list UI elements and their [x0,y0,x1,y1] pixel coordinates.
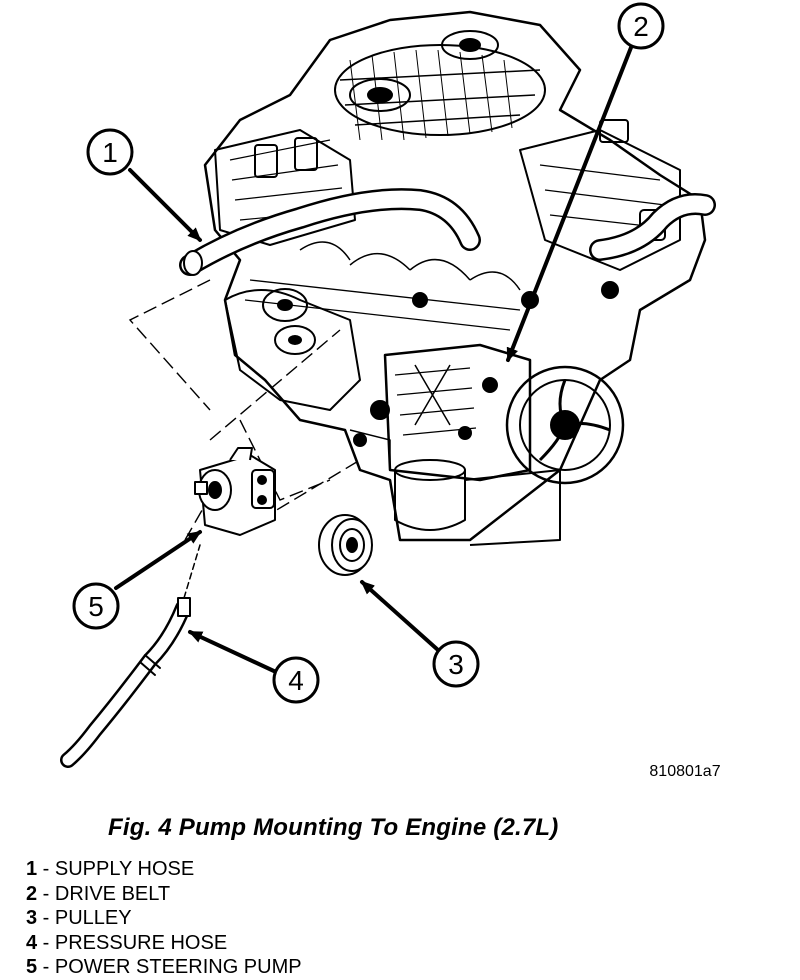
legend-item-text: - DRIVE BELT [37,882,171,905]
legend-item: 3 - PULLEY [26,906,302,931]
part-id: 810801a7 [649,763,720,780]
leader-arrows [114,43,634,674]
callout-5: 5 [72,582,120,630]
power-steering-pump [194,447,276,536]
engine-diagram: 1 2 3 4 5 810801a7 [60,2,721,780]
callout-4: 4 [272,656,320,704]
legend-item: 2 - DRIVE BELT [26,882,302,907]
callout-4-label: 4 [288,665,304,696]
legend-item-number: 4 [26,931,38,954]
legend-item: 5 - POWER STEERING PUMP [26,955,302,980]
callout-5-label: 5 [88,591,104,622]
callout-3: 3 [432,640,480,688]
callout-1: 1 [86,128,134,176]
legend-item-text: - PULLEY [37,907,132,929]
callout-1-label: 1 [102,137,118,168]
legend-item-text: - PRESSURE HOSE [37,931,228,954]
legend-item-text: - SUPPLY HOSE [37,858,195,880]
legend-item-text: - POWER STEERING PUMP [37,956,302,978]
callout-2-label: 2 [633,11,649,42]
figure-caption: Fig. 4 Pump Mounting To Engine (2.7L) [108,814,559,841]
engine-block [203,10,707,546]
callout-2: 2 [617,2,665,50]
pulley [318,514,373,576]
legend-item: 1 - SUPPLY HOSE [26,857,302,882]
legend-list: 1 - SUPPLY HOSE 2 - DRIVE BELT 3 - PULLE… [26,857,302,980]
legend-item: 4 - PRESSURE HOSE [26,931,302,956]
pressure-hose [60,544,201,768]
supply-hose [179,188,716,276]
legend-item-number: 2 [26,882,38,905]
legend-item-number: 3 [26,907,38,929]
callout-3-label: 3 [448,649,464,680]
legend-item-number: 5 [26,956,38,978]
legend-item-number: 1 [26,858,38,880]
